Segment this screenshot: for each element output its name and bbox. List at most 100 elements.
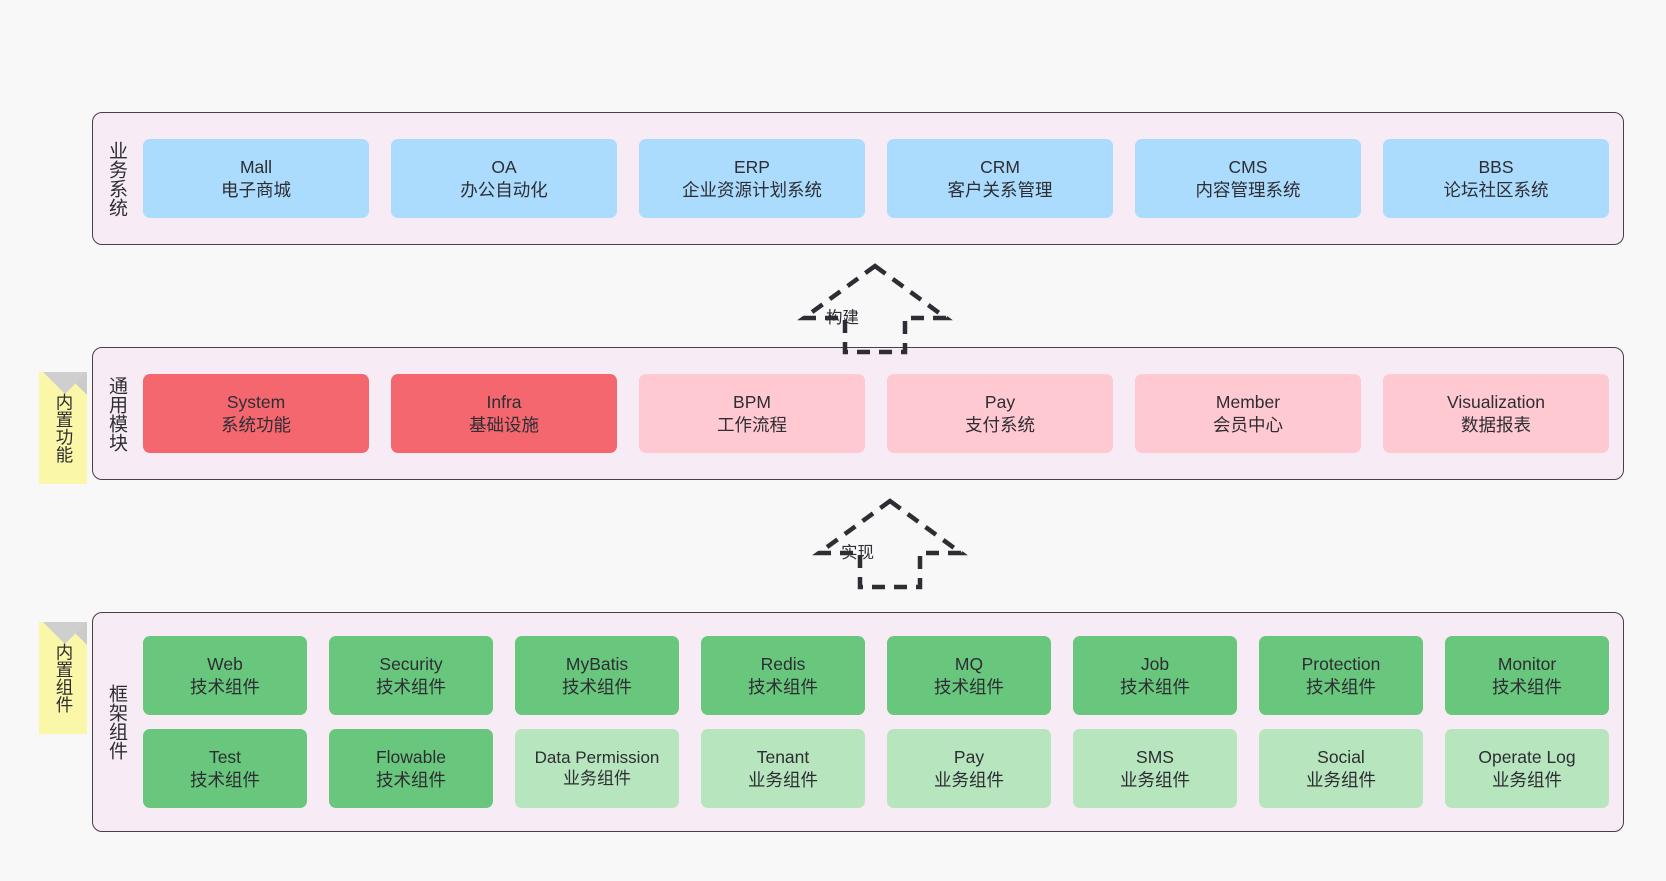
module-card-title: Job <box>1140 653 1170 674</box>
layer-title-business-system: 业务系统 <box>106 140 128 217</box>
module-card-subtitle: 系统功能 <box>221 414 291 435</box>
module-card-tenant[interactable]: Tenant 业务组件 <box>701 729 865 808</box>
module-card-security[interactable]: Security 技术组件 <box>329 636 493 715</box>
module-card-subtitle: 技术组件 <box>376 769 446 790</box>
module-card-subtitle: 业务组件 <box>1492 769 1562 790</box>
module-card-test[interactable]: Test 技术组件 <box>143 729 307 808</box>
sticky-note-builtin-function: 内置功能 <box>39 372 87 484</box>
module-card-title: Mall <box>239 156 273 177</box>
module-card-protection[interactable]: Protection 技术组件 <box>1259 636 1423 715</box>
note-fold-corner-icon <box>64 372 87 395</box>
module-card-monitor[interactable]: Monitor 技术组件 <box>1445 636 1609 715</box>
module-card-member[interactable]: Member 会员中心 <box>1135 374 1361 453</box>
module-card-title: Visualization <box>1447 391 1545 412</box>
module-card-title: Operate Log <box>1478 746 1576 767</box>
layer-business-system[interactable]: 业务系统 Mall 电子商城 OA 办公自动化 ERP 企业资源计划系统 CRM… <box>92 112 1624 245</box>
module-card-title: System <box>226 391 286 412</box>
module-card-title: Pay <box>984 391 1016 412</box>
module-card-oa[interactable]: OA 办公自动化 <box>391 139 617 218</box>
layer-row: Web 技术组件 Security 技术组件 MyBatis 技术组件 Redi… <box>143 636 1609 715</box>
layer-title-common-module: 通用模块 <box>106 375 128 452</box>
module-card-subtitle: 工作流程 <box>717 414 787 435</box>
module-card-title: OA <box>491 156 517 177</box>
module-card-title: CRM <box>980 156 1020 177</box>
module-card-job[interactable]: Job 技术组件 <box>1073 636 1237 715</box>
module-card-data-permission[interactable]: Data Permission 业务组件 <box>515 729 679 808</box>
module-card-title: Pay <box>953 746 985 767</box>
module-card-system[interactable]: System 系统功能 <box>143 374 369 453</box>
connector-label-implement: 实现 <box>841 544 874 562</box>
note-fold-corner-icon <box>64 622 87 645</box>
module-card-subtitle: 企业资源计划系统 <box>682 179 822 200</box>
module-card-title: BBS <box>1478 156 1514 177</box>
module-card-visualization[interactable]: Visualization 数据报表 <box>1383 374 1609 453</box>
layer-row: System 系统功能 Infra 基础设施 BPM 工作流程 Pay 支付系统… <box>143 374 1609 453</box>
connector-build: 构建 <box>797 262 953 355</box>
generalization-arrow-icon <box>812 498 968 590</box>
module-card-title: MQ <box>954 653 984 674</box>
module-card-subtitle: 客户关系管理 <box>947 179 1053 200</box>
module-card-mall[interactable]: Mall 电子商城 <box>143 139 369 218</box>
module-card-subtitle: 业务组件 <box>934 769 1004 790</box>
module-card-title: Web <box>207 653 243 674</box>
module-card-subtitle: 技术组件 <box>748 676 818 697</box>
module-card-subtitle: 电子商城 <box>221 179 291 200</box>
layer-framework-component[interactable]: 框架组件 Web 技术组件 Security 技术组件 MyBatis 技术组件… <box>92 612 1624 832</box>
module-card-title: Monitor <box>1497 653 1557 674</box>
module-card-title: Redis <box>760 653 806 674</box>
module-card-subtitle: 技术组件 <box>376 676 446 697</box>
module-card-subtitle: 技术组件 <box>190 676 260 697</box>
module-card-title: Infra <box>486 391 522 412</box>
module-card-title: Protection <box>1301 653 1381 674</box>
module-card-flowable[interactable]: Flowable 技术组件 <box>329 729 493 808</box>
module-card-subtitle: 技术组件 <box>934 676 1004 697</box>
layer-row: Mall 电子商城 OA 办公自动化 ERP 企业资源计划系统 CRM 客户关系… <box>143 139 1609 218</box>
module-card-social[interactable]: Social 业务组件 <box>1259 729 1423 808</box>
module-card-subtitle: 业务组件 <box>1306 769 1376 790</box>
module-card-cms[interactable]: CMS 内容管理系统 <box>1135 139 1361 218</box>
module-card-operate-log[interactable]: Operate Log 业务组件 <box>1445 729 1609 808</box>
module-card-title: Social <box>1317 746 1365 767</box>
module-card-subtitle: 技术组件 <box>1492 676 1562 697</box>
module-card-subtitle: 业务组件 <box>1120 769 1190 790</box>
module-card-title: BPM <box>733 391 771 412</box>
module-card-subtitle: 内容管理系统 <box>1195 179 1301 200</box>
module-card-mybatis[interactable]: MyBatis 技术组件 <box>515 636 679 715</box>
module-card-subtitle: 业务组件 <box>748 769 818 790</box>
module-card-subtitle: 技术组件 <box>190 769 260 790</box>
layer-body-common-module: System 系统功能 Infra 基础设施 BPM 工作流程 Pay 支付系统… <box>139 348 1623 479</box>
module-card-pay[interactable]: Pay 支付系统 <box>887 374 1113 453</box>
module-card-title: SMS <box>1136 746 1174 767</box>
module-card-title: CMS <box>1228 156 1268 177</box>
module-card-web[interactable]: Web 技术组件 <box>143 636 307 715</box>
module-card-redis[interactable]: Redis 技术组件 <box>701 636 865 715</box>
module-card-pay-business[interactable]: Pay 业务组件 <box>887 729 1051 808</box>
module-card-title: Test <box>208 746 242 767</box>
module-card-subtitle: 支付系统 <box>965 414 1035 435</box>
module-card-title: ERP <box>734 156 770 177</box>
module-card-title: Flowable <box>375 746 447 767</box>
module-card-erp[interactable]: ERP 企业资源计划系统 <box>639 139 865 218</box>
module-card-subtitle: 业务组件 <box>563 768 631 788</box>
layer-common-module[interactable]: 通用模块 System 系统功能 Infra 基础设施 BPM 工作流程 Pay… <box>92 347 1624 480</box>
module-card-title: MyBatis <box>565 653 629 674</box>
module-card-subtitle: 论坛社区系统 <box>1443 179 1549 200</box>
generalization-arrow-icon <box>797 263 953 355</box>
module-card-bbs[interactable]: BBS 论坛社区系统 <box>1383 139 1609 218</box>
module-card-subtitle: 基础设施 <box>469 414 539 435</box>
module-card-infra[interactable]: Infra 基础设施 <box>391 374 617 453</box>
module-card-bpm[interactable]: BPM 工作流程 <box>639 374 865 453</box>
sticky-note-builtin-component: 内置组件 <box>39 622 87 734</box>
module-card-sms[interactable]: SMS 业务组件 <box>1073 729 1237 808</box>
module-card-title: Tenant <box>756 746 810 767</box>
module-card-subtitle: 办公自动化 <box>460 179 548 200</box>
module-card-crm[interactable]: CRM 客户关系管理 <box>887 139 1113 218</box>
module-card-title: Member <box>1215 391 1281 412</box>
module-card-mq[interactable]: MQ 技术组件 <box>887 636 1051 715</box>
sticky-note-text: 内置组件 <box>53 643 74 713</box>
layer-title-framework-component: 框架组件 <box>106 684 128 760</box>
module-card-subtitle: 数据报表 <box>1461 414 1531 435</box>
connector-label-build: 构建 <box>826 309 859 327</box>
layer-body-business-system: Mall 电子商城 OA 办公自动化 ERP 企业资源计划系统 CRM 客户关系… <box>139 113 1623 244</box>
